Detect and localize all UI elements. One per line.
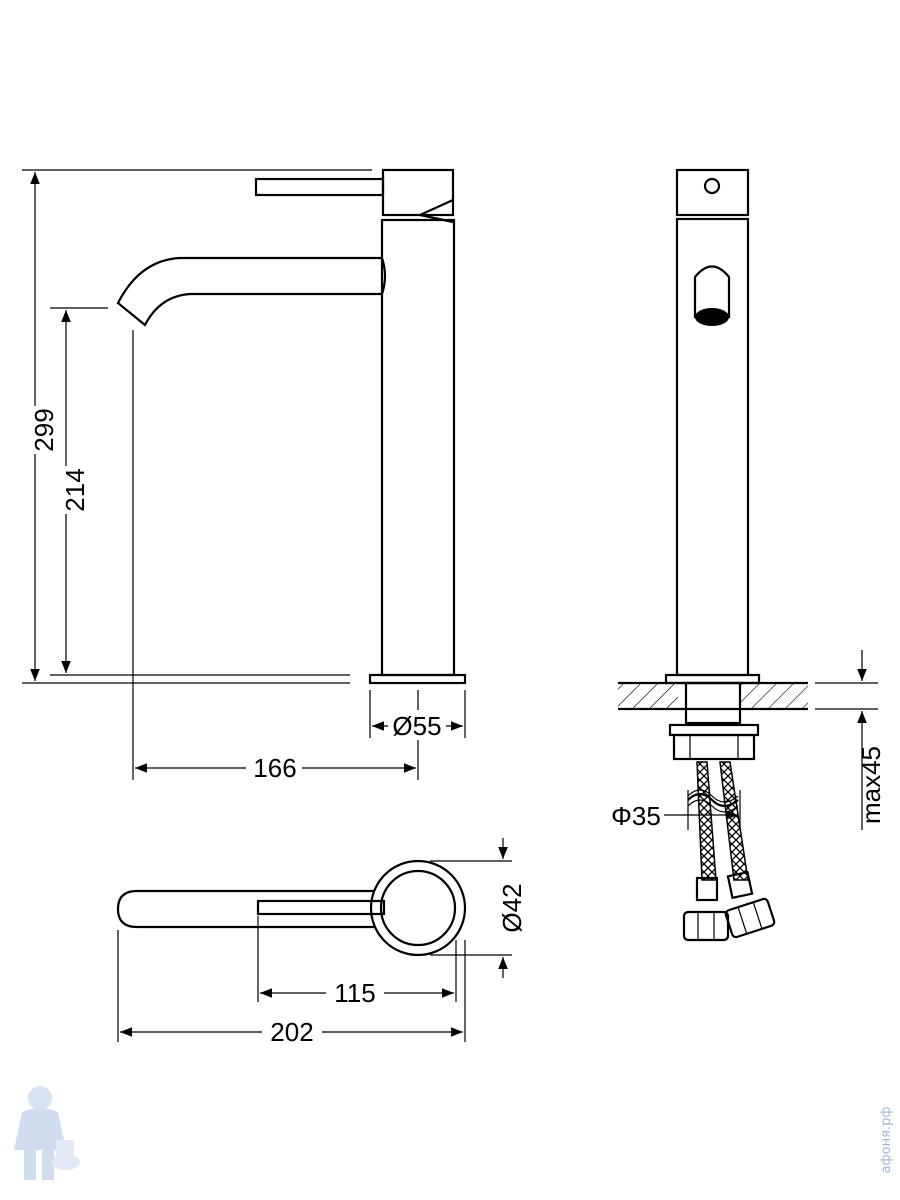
label-hose-diameter: Φ35 <box>611 801 661 831</box>
hose-left <box>696 761 717 881</box>
handle-cap-bevel <box>416 198 454 224</box>
handle-cap <box>381 168 455 217</box>
side-body <box>675 217 750 677</box>
base-plate <box>368 673 467 685</box>
watermark-text: афоня.рф <box>879 1107 894 1174</box>
label-overall-length: 202 <box>270 1017 313 1047</box>
label-total-height: 299 <box>29 408 59 451</box>
label-body-diameter: Ø42 <box>497 883 527 932</box>
label-base-diameter: Ø55 <box>392 711 441 741</box>
label-handle-length: 115 <box>334 978 375 1008</box>
mounting-nut <box>668 723 760 737</box>
top-view: Ø42 115 202 <box>116 838 527 1047</box>
handle-top <box>256 899 386 916</box>
spout <box>116 256 387 327</box>
body-circle-inner <box>379 869 457 947</box>
label-spout-height: 214 <box>60 468 90 511</box>
handle-lever <box>254 177 385 197</box>
front-view: 299 214 166 Ø55 <box>22 168 467 783</box>
side-cap <box>675 168 750 217</box>
countertop-left <box>618 683 678 709</box>
spout-top <box>116 889 384 929</box>
label-max-thickness: max45 <box>856 746 886 824</box>
label-spout-reach: 166 <box>253 753 296 783</box>
shank <box>684 681 742 725</box>
plumber-mascot-logo <box>14 1086 80 1180</box>
countertop-right <box>740 683 808 709</box>
fitting-nut-right <box>724 897 776 939</box>
aerator <box>693 265 731 318</box>
cap-screw <box>703 177 721 195</box>
faucet-body <box>380 218 456 677</box>
fitting-nut-left <box>682 910 730 942</box>
side-view: Φ35 max45 <box>608 168 886 942</box>
hose-right <box>719 761 749 881</box>
